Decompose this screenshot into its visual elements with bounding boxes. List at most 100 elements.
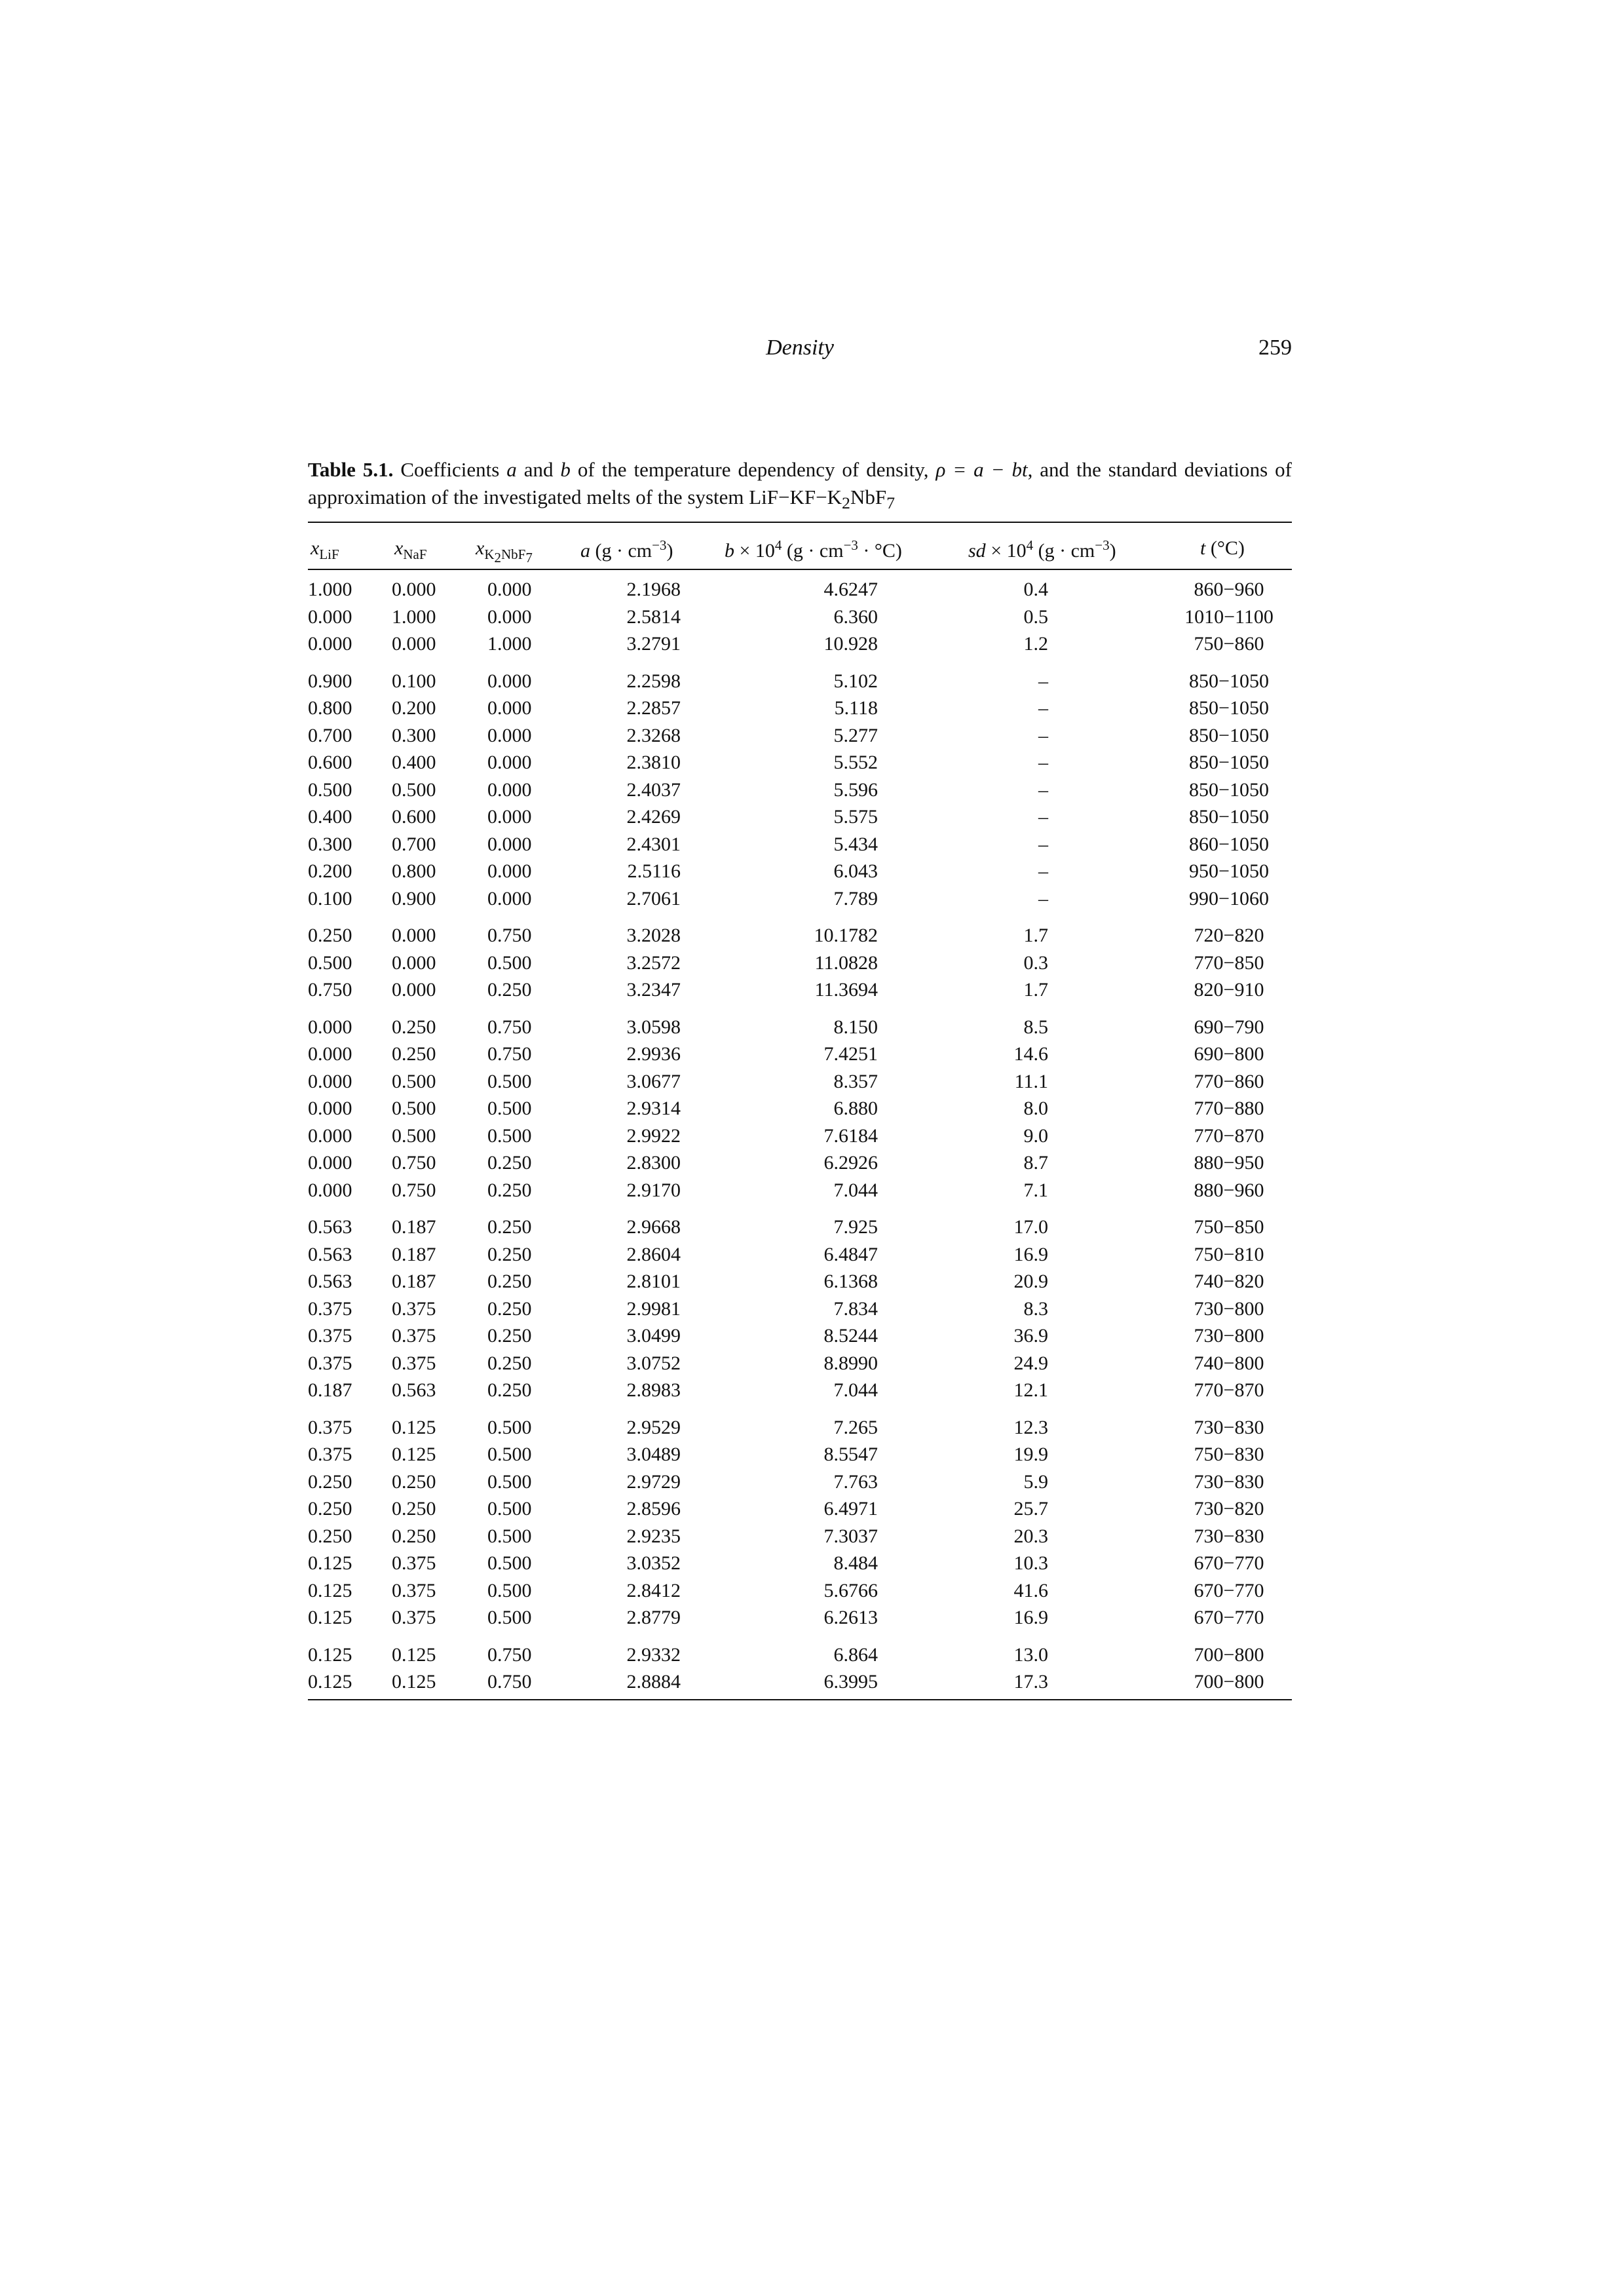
table-cell: 0.500 [487,1124,532,1147]
table-cell: 8.5547 [823,1444,878,1465]
header-b: b × 104 (g · cm−3 · °C) [725,537,902,562]
table-cell: – [1038,806,1048,828]
table-cell: 0.375 [392,1607,436,1628]
table-cell: 12.1 [1013,1379,1049,1401]
table-cell: 0.000 [487,833,532,855]
table-cell: – [1038,860,1048,882]
table-cell: 730−820 [1194,1498,1264,1520]
table-cell: 770−870 [1194,1379,1264,1401]
table-cell: 5.118 [834,697,878,719]
table-cell: 730−800 [1194,1325,1264,1347]
table-cell: 0.600 [308,752,352,773]
table-cell: 0.250 [308,925,352,946]
table-cell: 2.2598 [626,670,681,692]
table-cell: 1.7 [1023,979,1049,1001]
table-cell: 7.925 [833,1216,878,1238]
table-cell: 0.250 [392,1016,436,1038]
table-cell: 0.750 [487,1043,532,1065]
table-cell: 3.0752 [626,1352,681,1374]
running-head: Density 259 [308,335,1292,370]
table-cell: 7.044 [833,1379,878,1401]
caption-text: of the temperature dependency of density… [570,458,936,481]
table-cell: 7.3037 [823,1525,878,1547]
table-cell: 1.000 [308,579,352,600]
table-cell: 3.0598 [626,1016,681,1038]
table-cell: 0.250 [487,1379,532,1401]
table-top-rule [308,522,1292,523]
table-cell: 0.000 [308,633,352,655]
table-cell: 0.125 [392,1416,436,1438]
table-cell: – [1038,833,1048,855]
table-cell: 0.700 [308,724,352,746]
table-cell: 0.500 [392,778,436,801]
table-cell: 0.600 [392,806,436,828]
table-cell: 990−1060 [1189,887,1269,909]
table-cell: 0.125 [308,1552,352,1574]
table-cell: 0.375 [392,1297,436,1320]
table-cell: – [1038,670,1048,692]
table-cell: 0.000 [487,778,532,801]
table-cell: 10.1782 [814,925,878,946]
table-cell: 6.1368 [823,1271,878,1292]
page-number: 259 [1258,335,1292,360]
table-cell: 0.375 [392,1352,436,1374]
table-cell: 7.834 [833,1297,878,1320]
table-cell: 0.125 [392,1671,436,1693]
table-cell: 0.500 [392,1098,436,1119]
table-cell: 16.9 [1013,1607,1049,1628]
table-cell: 2.9314 [626,1098,681,1119]
table-cell: 6.864 [833,1643,878,1666]
table-cell: 19.9 [1013,1444,1049,1465]
table-cell: 0.000 [392,633,436,655]
table-cell: 0.563 [308,1271,352,1292]
table-cell: 0.500 [487,1552,532,1574]
table-cell: 0.900 [308,670,352,692]
table-cell: 2.9981 [626,1297,681,1320]
table-cell: 0.500 [487,1070,532,1092]
table-cell: 740−800 [1194,1352,1264,1374]
table-cell: 0.375 [308,1416,352,1438]
table-cell: 12.3 [1013,1416,1049,1438]
table-cell: 0.250 [392,1525,436,1547]
table-cell: 0.000 [487,605,532,628]
table-cell: 0.250 [487,1352,532,1374]
table-cell: 0.500 [487,1444,532,1465]
table-cell: 0.000 [487,579,532,600]
table-cell: 850−1050 [1189,670,1269,692]
table-cell: 2.8596 [626,1498,681,1520]
table-cell: 850−1050 [1189,778,1269,801]
table-cell: 0.250 [487,1216,532,1238]
table-header-row: xLiF xNaF xK2NbF7 a (g · cm−3) b × 104 (… [308,528,1292,569]
table-cell: 2.9170 [626,1179,681,1201]
table-cell: 0.000 [392,979,436,1001]
table-cell: 5.552 [833,752,878,773]
table-cell: 850−1050 [1189,724,1269,746]
table-cell: 5.102 [833,670,878,692]
table-cell: 730−830 [1194,1470,1264,1493]
table-cell: 770−860 [1194,1070,1264,1092]
table-cell: 2.9668 [626,1216,681,1238]
table-cell: 700−800 [1194,1643,1264,1666]
table-cell: 880−950 [1194,1152,1264,1174]
table-cell: 0.000 [392,579,436,600]
table-cell: 2.9332 [626,1643,681,1666]
table-cell: 0.100 [392,670,436,692]
table-cell: 0.375 [392,1552,436,1574]
table-cell: 1.000 [487,633,532,655]
table-cell: 0.500 [487,1416,532,1438]
table-cell: 0.200 [392,697,436,719]
